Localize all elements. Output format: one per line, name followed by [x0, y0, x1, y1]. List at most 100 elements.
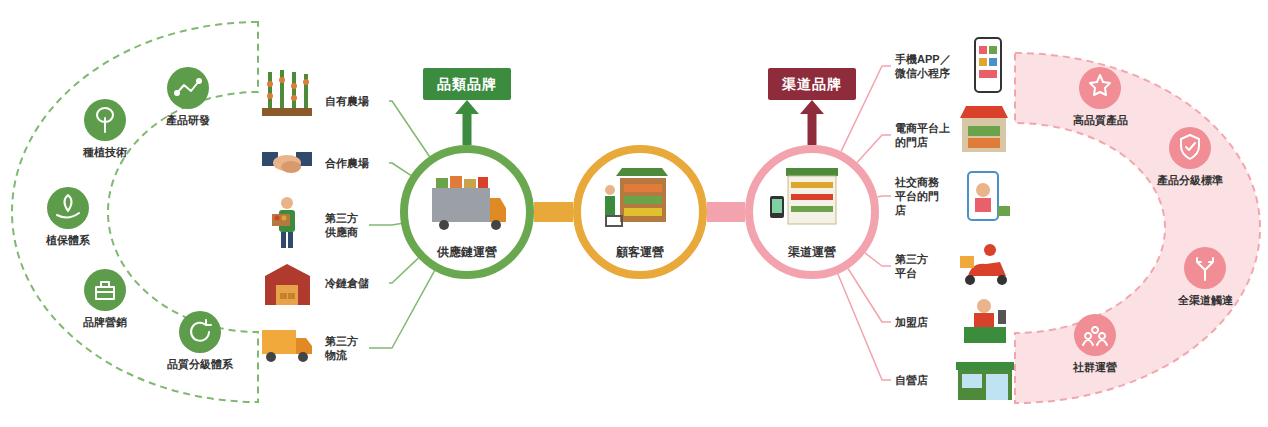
drawing-circle [977, 299, 991, 313]
handshake-icon [262, 152, 312, 173]
capability-icon-node: 植保體系 [46, 186, 90, 247]
drawing-circle [267, 93, 273, 99]
drawing-rect [989, 58, 997, 66]
source-label-node: 社交商務平台的門店 [895, 175, 945, 218]
node-label: 供應鏈運營 [437, 245, 497, 259]
drawing-rect [272, 214, 290, 226]
icon-glyph [1181, 135, 1199, 159]
drawing-circle [965, 275, 975, 285]
node-label: 全渠道觸達 [1178, 294, 1233, 307]
drawing-circle [298, 352, 308, 362]
drawing-rect [958, 370, 1012, 400]
drawing-rect [968, 126, 1000, 136]
icon-glyph [1090, 75, 1110, 95]
drawing-rect [288, 293, 295, 299]
franchise-icon [964, 299, 1006, 343]
ring-stroke [404, 149, 530, 275]
icon-circle [178, 310, 222, 354]
drawing-rect [791, 194, 833, 200]
connector-line [865, 253, 891, 266]
drawing-rect [979, 70, 997, 78]
node-label: 社群運營 [1073, 361, 1117, 374]
connector-line [838, 274, 891, 380]
drawing-circle [491, 220, 501, 230]
drawing-rect [606, 216, 622, 226]
connector-line [857, 135, 891, 162]
connector [389, 101, 430, 157]
drawing-rect [281, 232, 286, 248]
node-label: 社交商務平台的門店 [895, 175, 945, 218]
source-label-node: 第三方供應商 [325, 211, 365, 240]
drawing-path [296, 338, 312, 354]
ring-stroke [577, 149, 703, 275]
node-label: 高品質產品 [1073, 114, 1128, 127]
drawing-path [270, 70, 306, 108]
drawing-rect [464, 179, 476, 188]
drawing-rect [770, 196, 784, 218]
connector-line [707, 202, 745, 222]
node-label: 自營店 [895, 373, 955, 387]
channel-illustration [770, 168, 838, 224]
node-label: 渠道品牌 [782, 75, 842, 93]
icon-glyph [96, 282, 114, 299]
drawing-rect [432, 188, 490, 222]
drawing-path [616, 168, 668, 176]
icon-circle [1073, 313, 1117, 357]
connector [865, 253, 891, 266]
drawing-rect [620, 178, 666, 222]
capability-icon-node: 種植技術 [83, 98, 127, 159]
source-label-node: 電商平台上的門店 [895, 121, 953, 150]
drawing-ellipse [281, 161, 301, 173]
capability-icon-node: 高品質產品 [1073, 66, 1128, 127]
truck-icon [262, 330, 312, 362]
delivery-icon [960, 244, 1007, 285]
capability-icon-node: 產品研發 [166, 66, 210, 127]
operation-ring-node: 供應鏈運營 [400, 145, 534, 279]
customer-illustration [605, 168, 668, 226]
capability-icon-node: 品牌營銷 [83, 268, 127, 329]
icon-disc [1184, 247, 1226, 289]
own-store-icon [956, 362, 1014, 400]
source-label-node: 手機APP／微信小程序 [895, 52, 957, 81]
drawing-rect [962, 118, 1006, 152]
arrow-head [455, 100, 479, 114]
right-arc-band [1015, 53, 1260, 403]
drawing-rect [956, 362, 1014, 370]
node-label: 加盟店 [895, 315, 955, 329]
drawing-path [265, 264, 310, 305]
ring-stroke [749, 149, 875, 275]
drawing-circle [275, 216, 280, 221]
farm-icon [262, 70, 312, 116]
node-label: 產品分級標準 [1157, 174, 1223, 187]
drawing-rect [788, 176, 836, 224]
icon-circle [46, 186, 90, 230]
connector [857, 135, 891, 162]
drawing-rect [786, 168, 838, 176]
drawing-rect [262, 108, 312, 116]
drawing-rect [262, 330, 296, 354]
drawing-circle [267, 81, 273, 87]
icon-circle [83, 98, 127, 142]
drawing-rect [962, 374, 982, 388]
icon-disc [179, 311, 221, 353]
connector-line [534, 202, 573, 222]
connector [534, 212, 573, 213]
source-label-node: 冷鏈倉儲 [325, 276, 385, 290]
app-icon [975, 38, 1001, 92]
node-label: 手機APP／微信小程序 [895, 52, 957, 81]
node-label: 產品研發 [166, 114, 210, 127]
node-label: 品類品牌 [437, 75, 497, 93]
drawing-path [960, 106, 1008, 118]
brand-box: 渠道品牌 [768, 68, 856, 100]
ring-outline [745, 145, 879, 279]
connector [838, 274, 891, 380]
connector-line [369, 271, 435, 348]
icon-disc [1074, 314, 1116, 356]
icon-glyph [1197, 258, 1213, 280]
icon-disc [84, 269, 126, 311]
drawing-rect [772, 199, 782, 213]
capability-icon-node: 全渠道觸達 [1178, 246, 1233, 307]
warehouse-icon [265, 264, 310, 305]
drawing-rect [624, 184, 662, 192]
drawing-circle [439, 220, 449, 230]
